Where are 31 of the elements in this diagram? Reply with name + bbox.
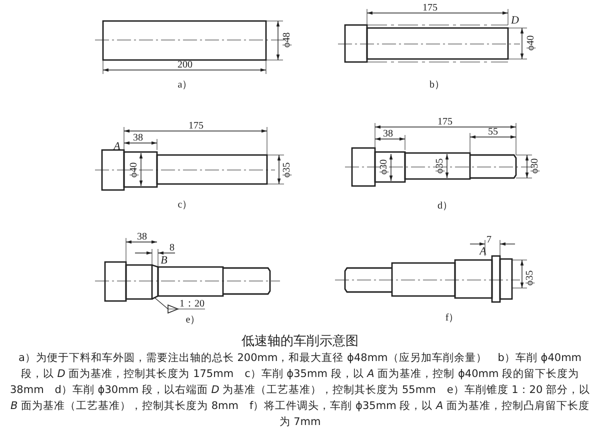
subfigure-label: b） (430, 80, 444, 90)
taper-label: 1：20 (180, 298, 204, 310)
datum-label: B (160, 256, 168, 266)
dim-label: 175 (438, 116, 452, 128)
dim-label: ϕ48 (282, 32, 292, 48)
subfigure-label: a） (178, 80, 192, 90)
dim-label: ϕ40 (128, 162, 140, 178)
dim-label: ϕ40 (526, 35, 536, 51)
dim-label: ϕ30 (530, 158, 540, 174)
datum-label: A (480, 246, 486, 258)
dim-label: ϕ35 (434, 158, 446, 174)
dim-label: 175 (422, 2, 438, 14)
dim-label: 200 (178, 60, 192, 70)
dim-label: 175 (188, 120, 204, 132)
datum-label: A (114, 142, 120, 152)
subfigure-label: c） (178, 200, 192, 210)
dim-label: 38 (383, 128, 393, 140)
dim-label: 7 (486, 234, 492, 246)
dim-label: ϕ35 (282, 162, 292, 178)
dim-label: 38 (137, 232, 147, 242)
dim-label: ϕ30 (378, 159, 390, 175)
dim-label: ϕ35 (524, 270, 536, 286)
subfigure-label: f） (445, 312, 459, 324)
figure-title: 低速轴的车削示意图 (240, 333, 360, 350)
datum-label: D (511, 16, 519, 26)
dim-label: 38 (133, 132, 143, 144)
dim-label: 55 (488, 126, 498, 138)
figure-caption: a）为便于下料和车外圆，需要注出轴的总长 200mm，和最大直径 ϕ48mm（应另加车削余量） b）车削 ϕ40mm 段，以 D 面为基准，控制其长度为 175mm c）车削 ϕ35mm 段，以 A 面为基准，控制 ϕ40mm 段的留下长度为 38mm d）车削 ϕ30mm 段，以右端面 D 为基准（工艺基准），控制其长度为 55mm e）车削锥度 1：20 部分，以 B 面为基准（工艺基准），控制其长度为 8mm f）将工件调头，车削 ϕ35mm 段，以 A 面为基准，控制凸肩留下长度为 7mm (8, 351, 591, 428)
dim-label: 8 (170, 242, 174, 254)
subfigure-label: d） (438, 200, 452, 212)
subfigure-label: e） (186, 314, 200, 326)
